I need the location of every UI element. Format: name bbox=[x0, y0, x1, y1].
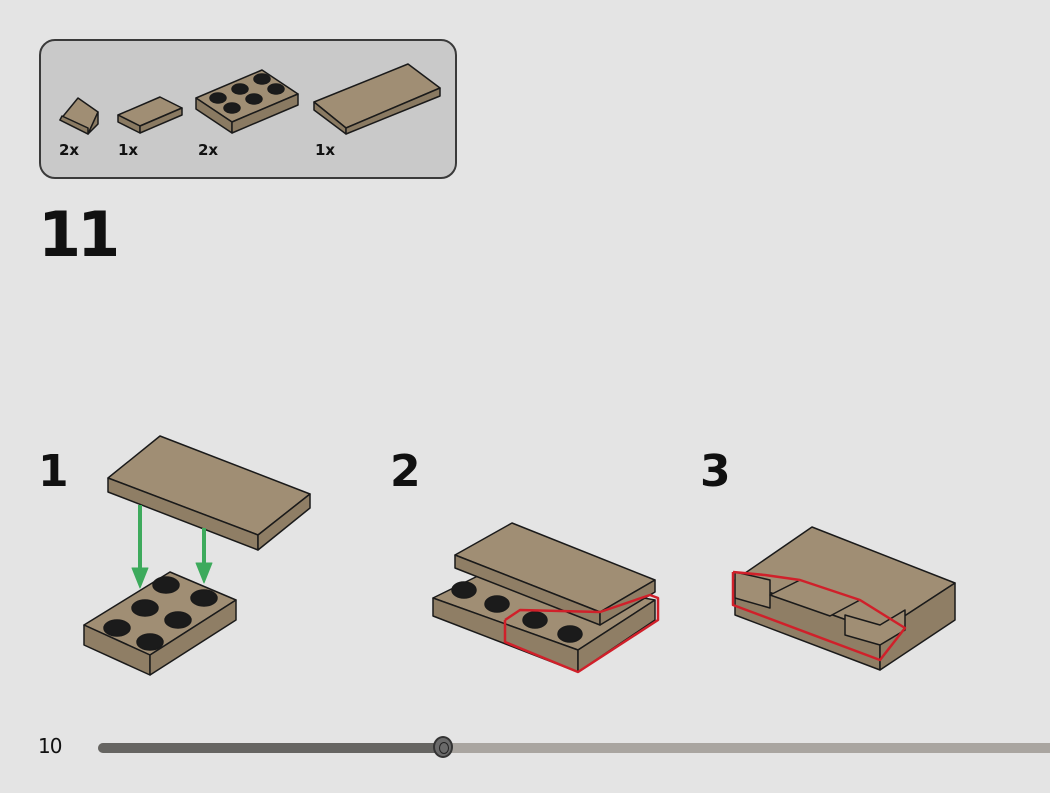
part-tile-large-image bbox=[313, 63, 441, 135]
substep-label: 1 bbox=[38, 446, 69, 497]
slider-thumb[interactable] bbox=[432, 736, 453, 758]
step3-assembly bbox=[731, 526, 956, 671]
part-plate-image bbox=[195, 69, 299, 134]
step1-arrows bbox=[131, 505, 213, 589]
part-qty: 2x bbox=[59, 141, 80, 159]
step2-assembly bbox=[432, 522, 660, 674]
slider-fill bbox=[98, 743, 444, 753]
part-qty: 1x bbox=[118, 141, 139, 159]
page-slider[interactable] bbox=[98, 736, 1050, 758]
part-qty: 2x bbox=[198, 141, 219, 159]
part-tile-small-image bbox=[117, 96, 183, 134]
substep-label: 3 bbox=[700, 446, 731, 497]
step1-plate bbox=[83, 571, 237, 676]
part-slope-image bbox=[59, 97, 99, 135]
step1-tile bbox=[107, 435, 311, 551]
page-number: 10 bbox=[38, 734, 62, 758]
part-qty: 1x bbox=[315, 141, 336, 159]
substep-label: 2 bbox=[390, 446, 421, 497]
step-number: 11 bbox=[38, 198, 120, 271]
